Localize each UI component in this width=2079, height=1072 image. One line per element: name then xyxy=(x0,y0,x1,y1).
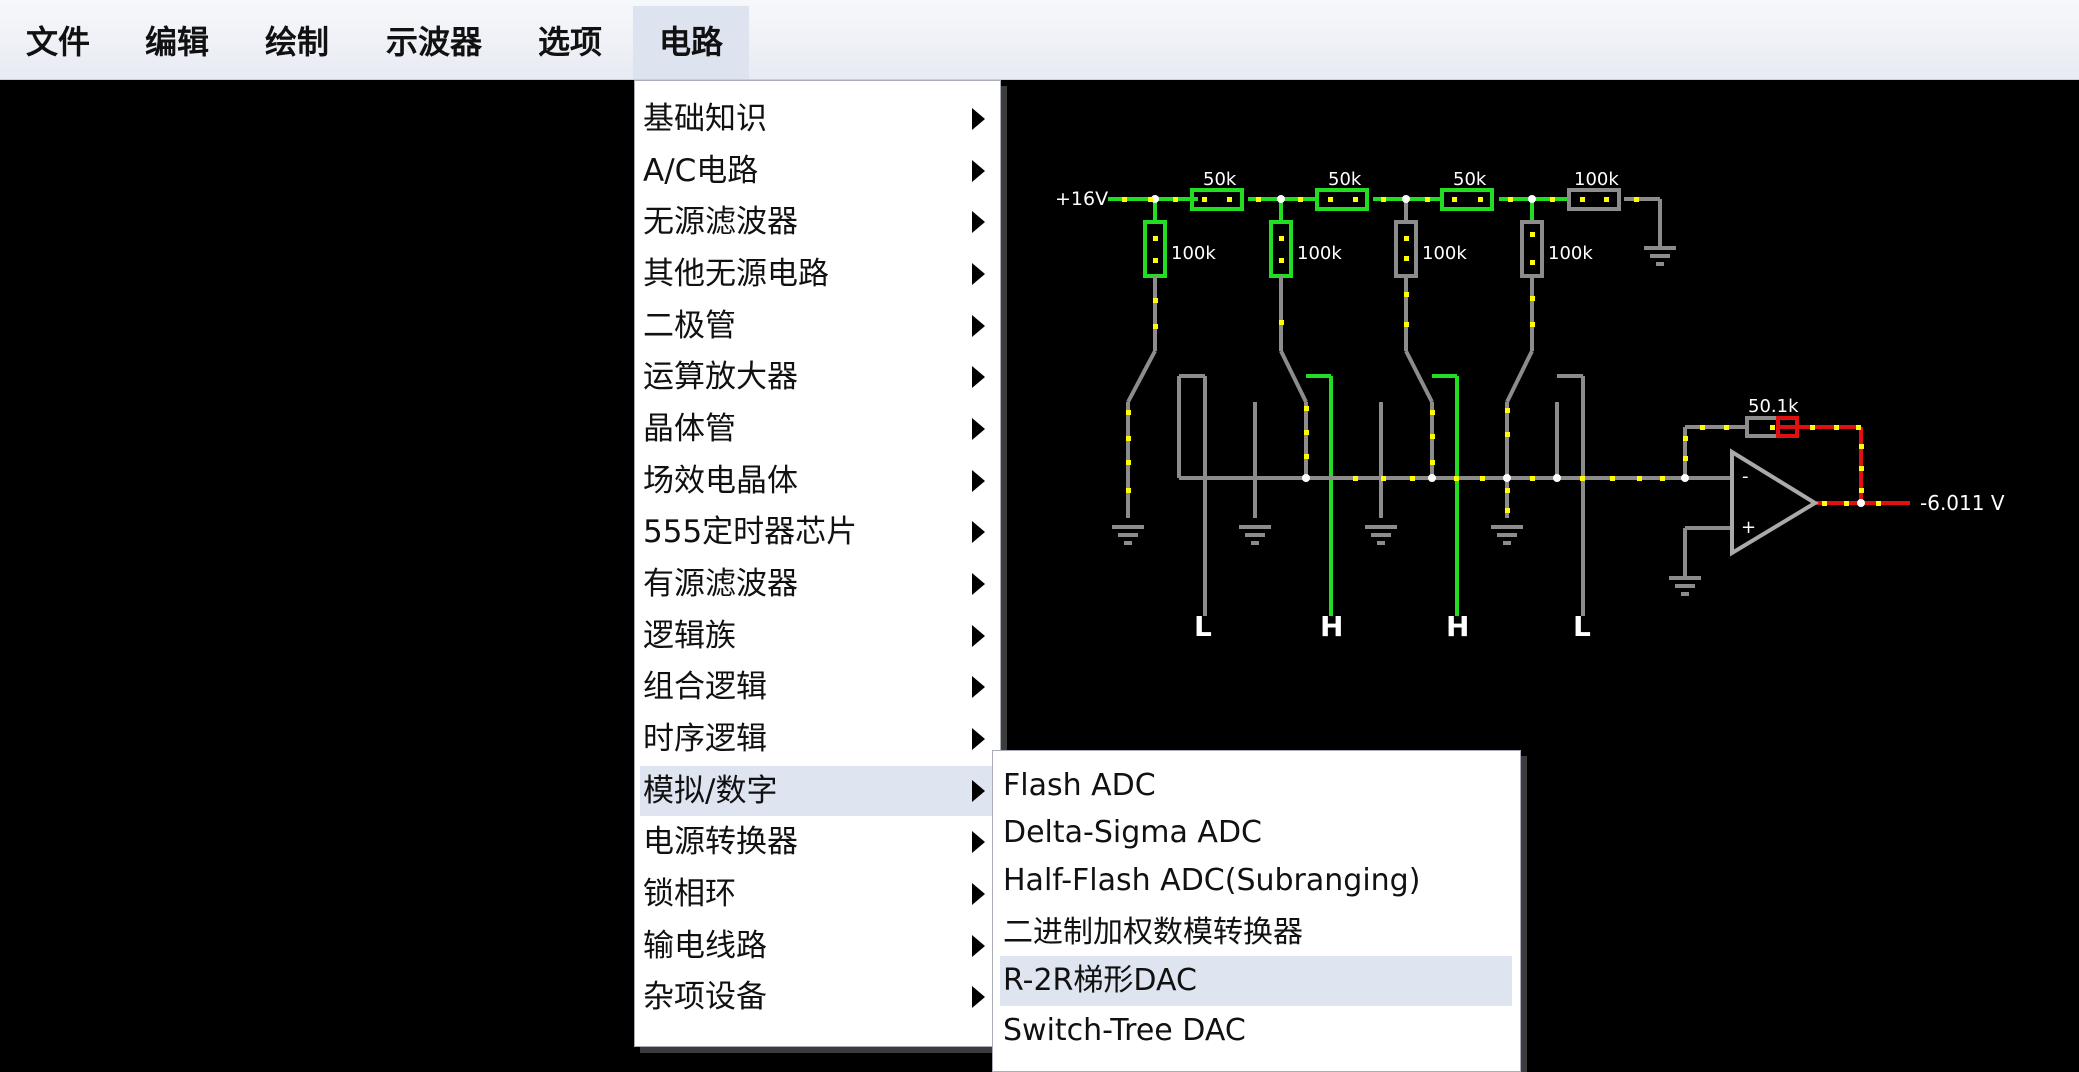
shunt-branches xyxy=(1143,199,1544,351)
submenu-item-binary-weighted-dac[interactable]: 二进制加权数模转换器 xyxy=(1003,915,1303,950)
submenu-arrow-icon xyxy=(972,573,985,595)
menu-item-label: 电源转换器 xyxy=(643,824,798,860)
submenu-arrow-icon xyxy=(972,108,985,130)
menu-edit[interactable]: 编辑 xyxy=(144,23,209,61)
menu-item-label: 555定时器芯片 xyxy=(643,514,858,550)
menu-item-misc-devices[interactable]: 杂项设备 xyxy=(640,972,995,1022)
submenu-arrow-icon xyxy=(972,935,985,957)
menu-item-logic-families[interactable]: 逻辑族 xyxy=(640,611,995,661)
supply-label: +16V xyxy=(1055,188,1108,210)
submenu-item-r2r-dac[interactable]: R-2R梯形DAC xyxy=(1000,956,1512,1006)
menu-item-active-filters[interactable]: 有源滤波器 xyxy=(640,559,995,609)
switch-state-label: H xyxy=(1446,610,1469,643)
ground-symbols xyxy=(1112,246,1701,596)
series-resistors xyxy=(1190,188,1621,211)
switch-state-label: H xyxy=(1320,610,1343,643)
switch-state-label: L xyxy=(1194,610,1212,643)
menu-item-label: A/C电路 xyxy=(643,153,759,189)
submenu-arrow-icon xyxy=(972,780,985,802)
menu-draw[interactable]: 绘制 xyxy=(264,23,329,61)
opamp-plus: + xyxy=(1741,517,1756,538)
menu-item-analog-digital[interactable]: 模拟/数字 xyxy=(640,766,995,816)
menu-circuits[interactable]: 电路 xyxy=(633,6,749,79)
series-resistor-label: 100k xyxy=(1574,169,1619,190)
switches xyxy=(1126,350,1585,616)
circuits-menu: 基础知识 A/C电路 无源滤波器 其他无源电路 二极管 运算放大器 晶体管 场效… xyxy=(634,80,1001,1047)
submenu-arrow-icon xyxy=(972,831,985,853)
menubar: 文件 编辑 绘制 示波器 选项 电路 xyxy=(0,0,2079,80)
summing-bus xyxy=(1179,425,1747,578)
menu-item-passive-filters[interactable]: 无源滤波器 xyxy=(640,197,995,247)
menu-item-basics[interactable]: 基础知识 xyxy=(640,94,995,144)
menu-item-label: 时序逻辑 xyxy=(643,721,767,757)
menu-item-label: 基础知识 xyxy=(643,101,767,137)
menu-item-label: 杂项设备 xyxy=(643,979,767,1015)
menu-item-opamps[interactable]: 运算放大器 xyxy=(640,352,995,402)
menu-item-label: 组合逻辑 xyxy=(643,669,767,705)
shunt-resistor-label: 100k xyxy=(1548,243,1593,264)
menu-item-label: 场效电晶体 xyxy=(643,463,798,499)
menu-item-combinational-logic[interactable]: 组合逻辑 xyxy=(640,662,995,712)
output-voltage-label: -6.011 V xyxy=(1920,491,2005,515)
submenu-arrow-icon xyxy=(972,418,985,440)
menu-scope[interactable]: 示波器 xyxy=(385,23,482,61)
submenu-arrow-icon xyxy=(972,366,985,388)
submenu-arrow-icon xyxy=(972,263,985,285)
submenu-arrow-icon xyxy=(972,521,985,543)
feedback-resistor-label: 50.1k xyxy=(1748,396,1799,417)
submenu-item-flash-adc[interactable]: Flash ADC xyxy=(1003,768,1156,803)
menu-item-label: 无源滤波器 xyxy=(643,204,798,240)
submenu-arrow-icon xyxy=(972,676,985,698)
series-resistor-label: 50k xyxy=(1203,169,1237,190)
submenu-arrow-icon xyxy=(972,883,985,905)
menu-item-fets[interactable]: 场效电晶体 xyxy=(640,456,995,506)
submenu-arrow-icon xyxy=(972,211,985,233)
opamp-minus: - xyxy=(1742,466,1749,487)
menu-item-label: 运算放大器 xyxy=(643,359,798,395)
submenu-arrow-icon xyxy=(972,315,985,337)
circuit-canvas[interactable]: +16V 50k 50k 50k 100k 100k 100k 100k 100… xyxy=(0,79,2079,1031)
opamp xyxy=(1730,448,1819,557)
menu-item-transmission-lines[interactable]: 输电线路 xyxy=(640,921,995,971)
menu-item-label: 输电线路 xyxy=(643,928,767,964)
submenu-arrow-icon xyxy=(972,470,985,492)
current-dots xyxy=(1122,197,1881,513)
menu-item-power-converters[interactable]: 电源转换器 xyxy=(640,817,995,867)
menu-item-ac-circuits[interactable]: A/C电路 xyxy=(640,146,995,196)
menu-item-label: 晶体管 xyxy=(643,411,736,447)
analog-digital-submenu: Flash ADC Delta-Sigma ADC Half-Flash ADC… xyxy=(992,750,1521,1072)
menu-item-label: 逻辑族 xyxy=(643,618,736,654)
menu-item-label: 有源滤波器 xyxy=(643,566,798,602)
series-resistor-label: 50k xyxy=(1328,169,1362,190)
series-resistor xyxy=(1315,188,1369,211)
shunt-resistor-label: 100k xyxy=(1297,243,1342,264)
menu-item-transistors[interactable]: 晶体管 xyxy=(640,404,995,454)
submenu-item-delta-sigma-adc[interactable]: Delta-Sigma ADC xyxy=(1003,815,1262,850)
menu-item-555-timer[interactable]: 555定时器芯片 xyxy=(640,507,995,557)
shunt-resistor-label: 100k xyxy=(1171,243,1216,264)
menu-item-label: 其他无源电路 xyxy=(643,256,829,292)
menu-item-label: 锁相环 xyxy=(643,876,736,912)
menu-item-label: 二极管 xyxy=(643,308,736,344)
menu-item-sequential-logic[interactable]: 时序逻辑 xyxy=(640,714,995,764)
submenu-arrow-icon xyxy=(972,728,985,750)
submenu-arrow-icon xyxy=(972,160,985,182)
menu-file[interactable]: 文件 xyxy=(25,23,90,61)
series-resistor xyxy=(1190,188,1244,211)
series-resistor-label: 50k xyxy=(1453,169,1487,190)
menu-item-other-passive[interactable]: 其他无源电路 xyxy=(640,249,995,299)
series-resistor xyxy=(1567,188,1621,211)
submenu-arrow-icon xyxy=(972,625,985,647)
menu-item-diodes[interactable]: 二极管 xyxy=(640,301,995,351)
submenu-arrow-icon xyxy=(972,986,985,1008)
series-resistor xyxy=(1440,188,1494,211)
menu-item-label: 模拟/数字 xyxy=(643,773,778,809)
submenu-item-half-flash-adc[interactable]: Half-Flash ADC(Subranging) xyxy=(1003,863,1421,898)
shunt-resistor-label: 100k xyxy=(1422,243,1467,264)
menu-options[interactable]: 选项 xyxy=(537,23,602,61)
menu-item-pll[interactable]: 锁相环 xyxy=(640,869,995,919)
switch-state-label: L xyxy=(1573,610,1591,643)
submenu-item-switch-tree-dac[interactable]: Switch-Tree DAC xyxy=(1003,1013,1246,1048)
